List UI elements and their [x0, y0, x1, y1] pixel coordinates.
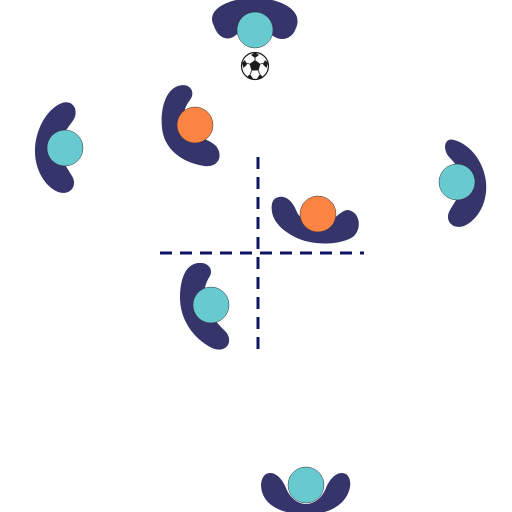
crosshair	[160, 157, 364, 356]
player-head	[176, 106, 214, 144]
player-head	[287, 466, 325, 504]
soccer-ball-icon[interactable]	[240, 51, 270, 81]
player-head	[192, 286, 230, 324]
opponent-center[interactable]	[271, 195, 359, 244]
player-left[interactable]	[34, 102, 84, 193]
player-head	[46, 129, 84, 167]
player-body	[271, 196, 359, 244]
player-head	[438, 163, 476, 201]
player-center-left[interactable]	[180, 262, 230, 350]
player-bottom[interactable]	[261, 466, 351, 512]
opponent-upper[interactable]	[161, 85, 220, 167]
player-body	[261, 473, 351, 512]
player-head	[236, 11, 274, 49]
player-top[interactable]	[212, 0, 298, 49]
player-head	[299, 195, 337, 233]
player-right[interactable]	[438, 139, 487, 227]
player-body	[161, 85, 220, 167]
